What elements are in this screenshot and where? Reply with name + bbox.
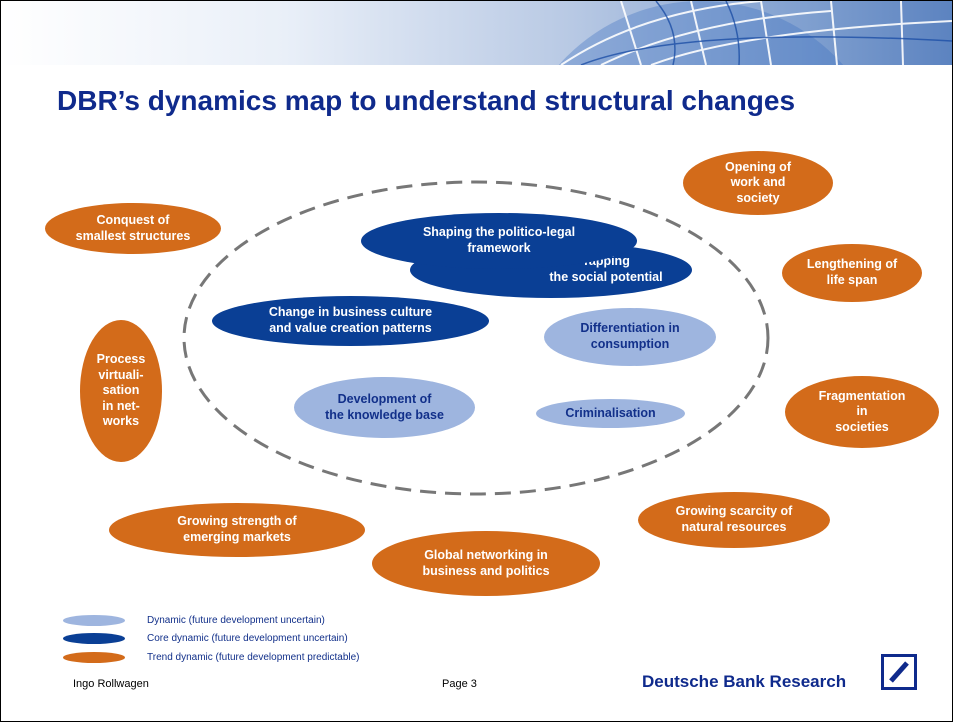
globe-graphic <box>558 1 952 65</box>
node-growing-scarcity-resources: Growing scarcity of natural resources <box>638 492 830 548</box>
node-lengthening-life-span: Lengthening of life span <box>782 244 922 302</box>
node-fragmentation-societies: Fragmentation in societies <box>785 376 939 448</box>
legend-label: Trend dynamic (future development predic… <box>147 651 360 663</box>
deutsche-bank-logo-icon <box>881 654 917 690</box>
legend-swatch-dynamic <box>63 614 125 626</box>
node-knowledge-base: Development of the knowledge base <box>294 377 475 438</box>
legend-dynamic: Dynamic (future development uncertain) <box>63 613 325 627</box>
node-tapping-social-potential: Tapping the social potential <box>410 242 692 298</box>
node-business-culture: Change in business culture and value cre… <box>212 296 489 346</box>
footer-author: Ingo Rollwagen <box>73 678 149 690</box>
footer-brand: Deutsche Bank Research <box>642 672 847 691</box>
node-process-virtualisation: Process virtuali- sation in net- works <box>80 320 162 462</box>
node-differentiation-consumption: Differentiation in consumption <box>544 308 716 366</box>
footer-page-number: Page 3 <box>442 678 477 690</box>
node-global-networking: Global networking in business and politi… <box>372 531 600 596</box>
legend-swatch-trend <box>63 651 125 663</box>
node-growing-strength-markets: Growing strength of emerging markets <box>109 503 365 557</box>
node-conquest-smallest-structures: Conquest of smallest structures <box>45 203 221 254</box>
legend-label: Core dynamic (future development uncerta… <box>147 632 348 644</box>
header-banner <box>1 1 952 65</box>
node-opening-work-society: Opening of work and society <box>683 151 833 215</box>
legend-label: Dynamic (future development uncertain) <box>147 614 325 626</box>
node-shaping-politico-legal: Shaping the politico-legal framework <box>361 213 637 269</box>
slide-title: DBR’s dynamics map to understand structu… <box>57 85 796 116</box>
legend-trend: Trend dynamic (future development predic… <box>63 650 360 664</box>
legend-core: Core dynamic (future development uncerta… <box>63 631 348 645</box>
legend-swatch-core <box>63 632 125 644</box>
node-criminalisation: Criminalisation <box>536 399 685 428</box>
